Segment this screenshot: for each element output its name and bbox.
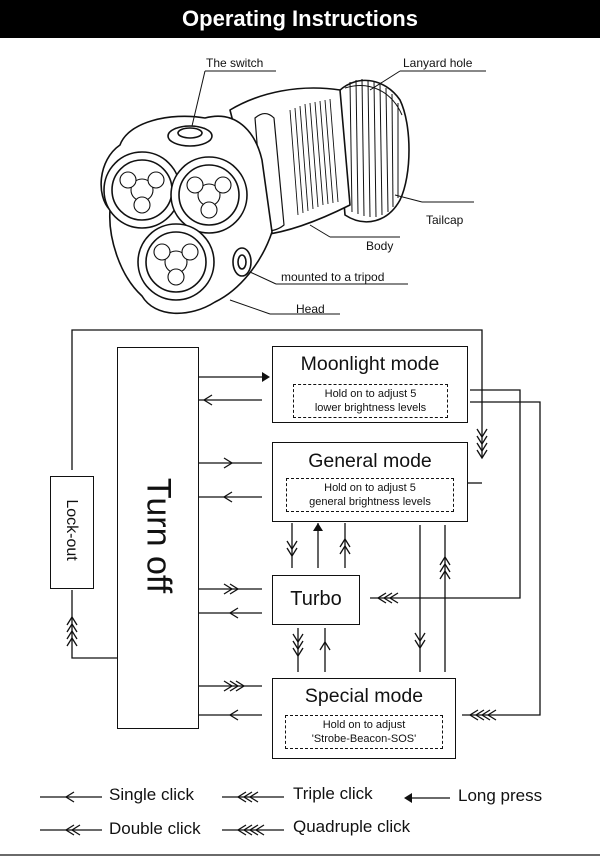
special-hint-line2: 'Strobe-Beacon-SOS' — [311, 733, 417, 745]
general-hint-line2: general brightness levels — [309, 496, 431, 508]
special-mode-box: Special mode Hold on to adjust 'Strobe-B… — [272, 678, 456, 759]
legend-quadruple-click: Quadruple click — [293, 817, 411, 836]
callout-switch: The switch — [206, 56, 264, 70]
page-title: Operating Instructions — [0, 0, 600, 38]
legend-single-click: Single click — [109, 785, 195, 804]
moonlight-hint: Hold on to adjust 5 lower brightness lev… — [293, 384, 448, 418]
general-mode-title: General mode — [308, 450, 432, 472]
lock-out-label: Lock-out — [63, 499, 80, 561]
moonlight-hint-line2: lower brightness levels — [314, 402, 427, 414]
turbo-label: Turbo — [290, 588, 342, 610]
lock-out-box: Lock-out — [50, 476, 94, 589]
general-hint-line1: Hold on to adjust 5 — [324, 482, 416, 494]
callout-lanyard-hole: Lanyard hole — [403, 56, 473, 70]
special-hint: Hold on to adjust 'Strobe-Beacon-SOS' — [285, 715, 443, 749]
legend-triple-click: Triple click — [293, 784, 373, 803]
special-hint-line1: Hold on to adjust — [322, 719, 406, 731]
moonlight-mode-title: Moonlight mode — [300, 353, 440, 375]
callout-tailcap: Tailcap — [426, 213, 464, 227]
flashlight-illustration — [100, 70, 486, 315]
moonlight-mode-box: Moonlight mode Hold on to adjust 5 lower… — [272, 346, 468, 423]
legend-long-press: Long press — [458, 786, 543, 805]
general-hint: Hold on to adjust 5 general brightness l… — [286, 478, 454, 512]
turn-off-label: Turn off — [139, 477, 178, 594]
callout-tripod: mounted to a tripod — [281, 270, 385, 284]
general-mode-box: General mode Hold on to adjust 5 general… — [272, 442, 468, 522]
callout-body: Body — [366, 239, 394, 253]
callout-head: Head — [296, 302, 325, 316]
special-mode-title: Special mode — [304, 685, 424, 707]
moonlight-hint-line1: Hold on to adjust 5 — [324, 388, 417, 400]
turn-off-box: Turn off — [117, 347, 199, 729]
turbo-box: Turbo — [272, 575, 360, 625]
legend-double-click: Double click — [109, 819, 201, 838]
